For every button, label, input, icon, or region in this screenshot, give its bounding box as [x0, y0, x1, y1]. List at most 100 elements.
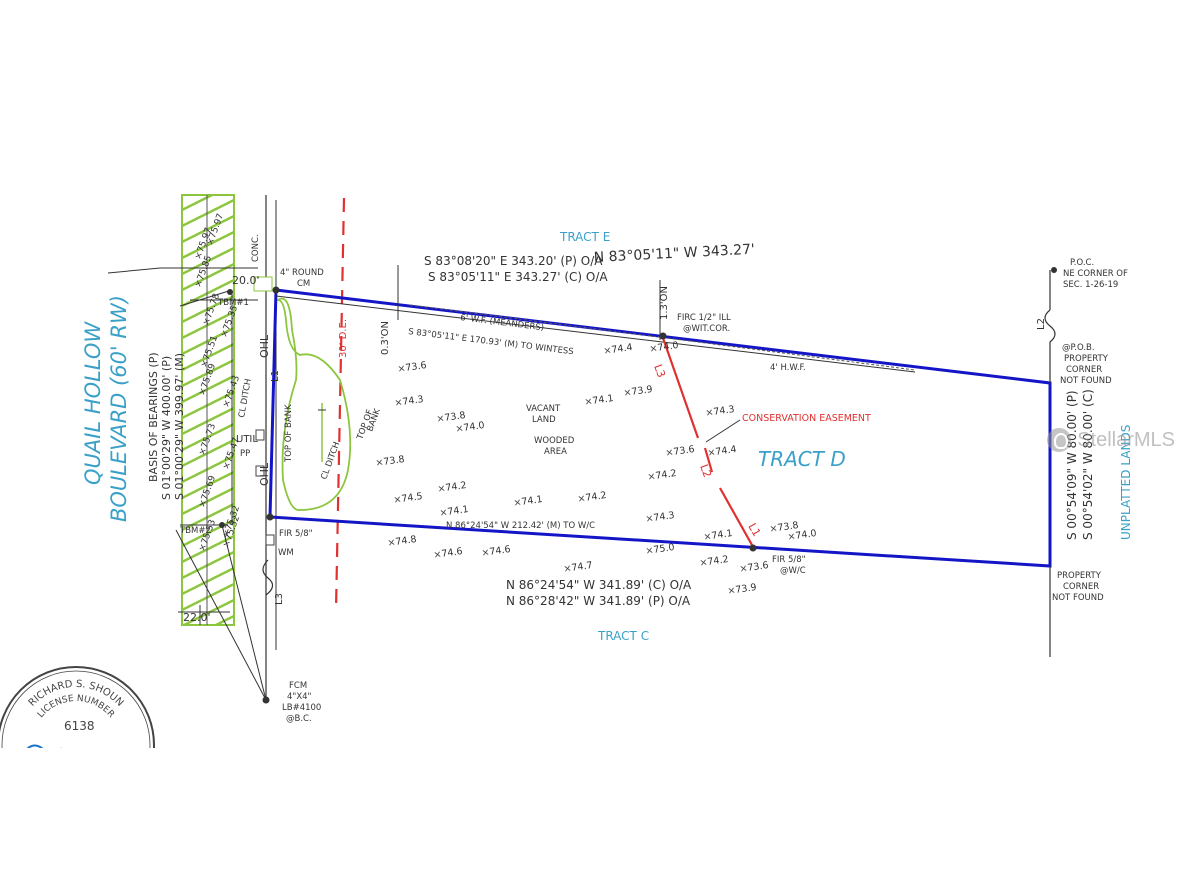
ohl-label-top: OHL: [258, 334, 271, 358]
tbm1-label: TBM#1: [217, 298, 249, 308]
pond-outline: [275, 297, 352, 511]
conservation-easement-line: [661, 337, 753, 546]
elevation-spot: ×74.2: [577, 490, 607, 505]
east-calc-bearing: S 00°54'02" W 80.00' (C): [1081, 389, 1095, 540]
elevation-spot: ×73.8: [436, 410, 466, 425]
monument-markers: [219, 286, 757, 704]
north-calc-bearing: S 83°05'11" E 343.27' (C) O/A: [428, 270, 608, 284]
road-meas-bearing: S 01°00'29" W 399.97' (M): [173, 353, 186, 500]
ohl-label-bottom: OHL: [258, 462, 271, 486]
seal-license-label: LICENSE NUMBER: [36, 694, 116, 720]
elevation-spot: ×74.4: [707, 444, 737, 459]
elevation-spot: ×74.2: [437, 480, 467, 495]
surveyor-seal: RICHARD S. SHOUN LICENSE NUMBER 6138: [0, 666, 155, 748]
easement-line-l2: L2: [697, 463, 714, 480]
elevation-spots: ×73.6×74.3×73.8×73.8×74.0×74.4×74.0×74.1…: [193, 212, 817, 597]
monument-fir-south-1: FIR 5/8": [772, 555, 806, 565]
elevation-spot: ×74.1: [584, 393, 614, 408]
pob-line-2: PROPERTY: [1064, 354, 1109, 364]
se-corner-line-1: PROPERTY: [1057, 571, 1102, 581]
road-width-label: 22.0': [183, 611, 211, 624]
util-label: UTIL: [236, 434, 258, 445]
basis-of-bearings: BASIS OF BEARINGS (P): [147, 352, 160, 482]
utility-line-l3: L3: [274, 593, 285, 605]
west-line-l1: L1: [270, 370, 281, 382]
drainage-easement-label: 30' D.E.: [338, 319, 349, 358]
north-witness-bearing: S 83°05'11" E 170.93' (M) TO WINTESS: [408, 327, 574, 357]
road-plat-bearing: S 01°00'29" W 400.00' (P): [160, 356, 173, 500]
top-of-bank-left: TOP OF BANK: [284, 404, 294, 463]
east-line-l2: L2: [1036, 318, 1047, 330]
elevation-spot: ×74.3: [645, 510, 675, 525]
elevation-spot: ×73.6: [665, 444, 695, 459]
south-plat-bearing: N 86°28'42" W 341.89' (P) O/A: [506, 594, 691, 608]
road-hatch: [181, 194, 235, 626]
wooded-area-1: WOODED: [534, 436, 575, 446]
seal-license-number: 6138: [64, 719, 95, 733]
elevation-spot: ×73.6: [397, 360, 427, 375]
elevation-spot: ×74.8: [387, 534, 417, 549]
easement-line-l3: L3: [651, 363, 668, 380]
monument-fcm-3: LB#4100: [282, 703, 321, 713]
vacant-land-1: VACANT: [526, 404, 561, 414]
road-20ft-label: 20.0': [232, 274, 260, 287]
elevation-spot: ×74.6: [481, 544, 511, 559]
monument-firc-2: @WIT.COR.: [683, 324, 730, 334]
monument-round-1: 4" ROUND: [280, 268, 324, 278]
north-plat-bearing: S 83°08'20" E 343.20' (P) O/A: [424, 254, 603, 268]
poc-line-1: P.O.C.: [1070, 258, 1094, 268]
easement-line-l1: L1: [745, 521, 763, 539]
elevation-spot: ×73.8: [375, 454, 405, 469]
elevation-spot: ×74.6: [433, 546, 463, 561]
pob-line-3: CORNER: [1066, 365, 1102, 375]
watermark-text: StellarMLS: [1077, 428, 1175, 451]
north-bearing-label: N 83°05'11" W 343.27': [593, 242, 755, 266]
se-corner-line-3: NOT FOUND: [1052, 593, 1104, 603]
stellarmls-watermark: StellarMLS: [1047, 428, 1175, 452]
elevation-spot: ×74.0: [787, 528, 817, 543]
seal-name: RICHARD S. SHOUN: [27, 679, 126, 709]
stellarmls-logo-icon: [1047, 428, 1072, 452]
elevation-spot: ×75.89: [197, 362, 218, 397]
leader-lines: [107, 267, 267, 701]
elevation-spot: ×74.0: [455, 420, 485, 435]
east-plat-bearing: S 00°54'09" W 80.00' (P): [1065, 390, 1079, 540]
tract-d-label: TRACT D: [758, 447, 846, 471]
elevation-spot: ×74.3: [394, 394, 424, 409]
pp-label: PP: [240, 449, 250, 459]
poc-line-3: SEC. 1-26-19: [1063, 280, 1118, 290]
elevation-spot: ×73.8: [769, 520, 799, 535]
elevation-spot: ×74.1: [439, 504, 469, 519]
elevation-spot: ×73.9: [623, 384, 653, 399]
elevation-spot: ×73.9: [727, 582, 757, 597]
conc-label: CONC.: [251, 234, 261, 262]
road-name-line2: BOULEVARD (60' RW): [107, 295, 131, 522]
hwf-line: [275, 295, 916, 373]
elevation-spot: ×74.2: [647, 468, 677, 483]
monument-firc-1: FIRC 1/2" ILL: [677, 313, 731, 323]
monument-fcm-4: @B.C.: [286, 714, 312, 724]
vacant-land-2: LAND: [532, 415, 556, 425]
wm-label: WM: [278, 548, 294, 558]
elevation-spot: ×74.1: [513, 494, 543, 509]
elevation-spot: ×75.69: [197, 474, 218, 509]
poc-line-2: NE CORNER OF: [1063, 269, 1128, 279]
monument-fir-west: FIR 5/8": [279, 529, 313, 539]
hwf-offset-north: 0.3'ON: [380, 321, 391, 355]
elevation-spot: ×74.5: [393, 491, 423, 506]
hwf-label: 4' H.W.F.: [770, 363, 806, 373]
monument-fir-south-2: @W/C: [780, 566, 806, 576]
tbm2-label: TBM#2: [179, 526, 211, 536]
elevation-spot: ×74.4: [603, 342, 633, 357]
elevation-spot: ×75.35: [219, 304, 240, 339]
elevation-spot: ×74.0: [649, 340, 679, 355]
unplatted-lands-label: UNPLATTED LANDS: [1119, 425, 1133, 540]
monument-round-2: CM: [297, 279, 310, 289]
south-inner-bearing: N 86°24'54" W 212.42' (M) TO W/C: [446, 521, 595, 531]
elevation-spot: ×74.2: [699, 554, 729, 569]
pob-line-1: @P.O.B.: [1062, 343, 1095, 353]
road-name-line1: QUAIL HOLLOW: [81, 321, 105, 485]
conservation-easement-label: CONSERVATION EASEMENT: [742, 413, 871, 424]
drainage-easement-line: [334, 197, 346, 611]
